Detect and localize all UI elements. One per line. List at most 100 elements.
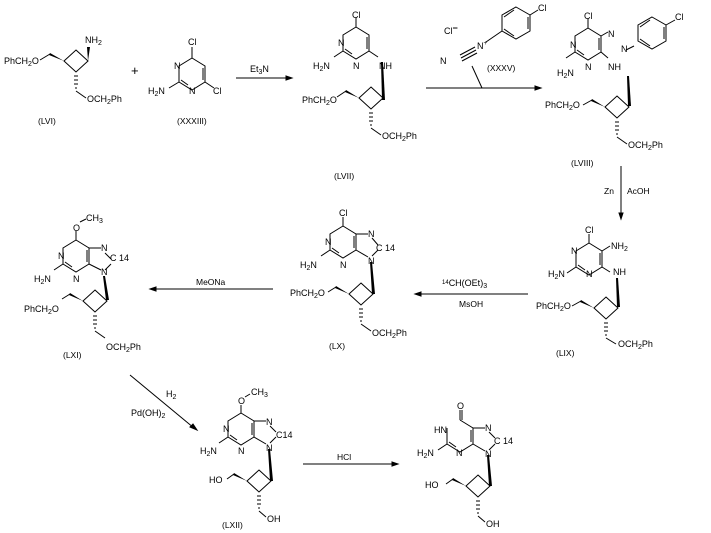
lvii-n3: N — [353, 61, 360, 71]
lvii-bottom-group: OCH2Ph — [382, 131, 417, 143]
lxi-ch3: CH3 — [86, 213, 103, 225]
lviii-n1: N — [570, 40, 577, 50]
arrow-step5 — [148, 286, 273, 292]
lxi-n1: N — [58, 251, 65, 261]
lxii-ch3: CH3 — [251, 387, 268, 399]
lviii-cl: Cl — [584, 11, 593, 21]
lxi-left-group: PhCH2O — [24, 304, 59, 316]
wedge-bond — [49, 53, 64, 61]
product-n9: N — [485, 449, 492, 459]
reagent-aryl-cl: Cl — [538, 3, 547, 13]
compound-label-lvii: (LVII) — [334, 171, 355, 181]
reagent-orthoformate: 14CH(OEt)3 — [442, 278, 488, 290]
reagent-meona: MeONa — [196, 277, 226, 287]
lxi-n3: N — [73, 274, 80, 284]
lx-nh2: H2N — [300, 260, 317, 272]
lviii-nh: NH — [608, 62, 621, 72]
lvii-left-group: PhCH2O — [302, 95, 337, 107]
lx-n9: N — [368, 256, 375, 266]
lvii-nh: NH — [379, 61, 392, 71]
lxii-nh2: H2N — [200, 446, 217, 458]
reagent-acoh: AcOH — [627, 186, 650, 196]
lx-n7: N — [368, 229, 375, 239]
compound-label-xxxiii: (XXXIII) — [177, 116, 207, 126]
reagent-zn: Zn — [604, 186, 614, 196]
product-structure — [437, 410, 496, 523]
lxii-n7: N — [266, 417, 273, 427]
lx-left-group: PhCH2O — [290, 288, 325, 300]
reagent-pd-oh2: Pd(OH)2 — [131, 408, 166, 420]
lix-nh: NH — [613, 267, 626, 277]
arrow-step3 — [618, 166, 624, 221]
product-nh2: H2N — [417, 448, 434, 460]
lxi-n7: N — [101, 243, 108, 253]
lxi-nh2: H2N — [34, 274, 51, 286]
reagent-label-xxxv: (XXXV) — [487, 63, 516, 73]
lix-nh2: H2N — [548, 269, 565, 281]
lviii-structure — [565, 16, 676, 145]
product-carbonyl-o: O — [457, 401, 465, 411]
hashed-bond — [74, 75, 78, 89]
lix-structure — [566, 234, 620, 345]
compound-label-lx: (LX) — [329, 341, 346, 351]
lvii-cl: Cl — [352, 10, 361, 20]
lxi-c14-label: C 14 — [110, 253, 130, 263]
lxii-n9: N — [266, 443, 273, 453]
lvii-n1: N — [338, 38, 345, 48]
lxi-structure — [53, 218, 112, 339]
plus-sign: + — [131, 63, 139, 78]
lvii-structure — [333, 18, 385, 136]
reagent-n-plus: N+ — [477, 41, 488, 51]
lviii-aryl-cl: Cl — [675, 12, 684, 22]
wedge-bond — [87, 47, 90, 61]
lxi-bottom-group: OCH2Ph — [106, 342, 141, 354]
product-c14-label: C 14 — [494, 436, 514, 446]
compound-label-lvi: (LVI) — [38, 116, 56, 126]
reagent-chloride-anion: Cl− — [444, 23, 458, 36]
xxxiii-cl-right: Cl — [213, 86, 222, 96]
arrow-step6 — [129, 374, 199, 432]
lxii-o: O — [238, 396, 246, 406]
reagent-h2: H2 — [166, 389, 177, 401]
compound-label-lxii: (LXII) — [222, 520, 243, 530]
lx-n3: N — [340, 260, 347, 270]
lvi-left-group: PhCH2O — [4, 56, 39, 68]
reagent-n-terminal: N — [440, 56, 447, 66]
product-left-hydroxyl: HO — [425, 480, 439, 490]
lx-c14-label: C 14 — [376, 243, 396, 253]
lix-bottom-group: OCH2Ph — [618, 339, 653, 351]
lviii-left-group: PhCH2O — [545, 100, 580, 112]
product-hn: HN — [434, 425, 447, 435]
compound-label-lix: (LIX) — [556, 348, 575, 358]
compound-label-lxi: (LXI) — [63, 350, 82, 360]
lxi-o: O — [73, 223, 81, 233]
arrow-step7 — [303, 461, 400, 467]
arrow-step1 — [236, 75, 294, 81]
lxii-n1: N — [223, 424, 230, 434]
lix-nh2-top: NH2 — [611, 241, 628, 253]
lix-left-group: PhCH2O — [536, 301, 571, 313]
lxii-n3: N — [238, 446, 245, 456]
lxii-structure — [218, 393, 277, 518]
xxxiii-n1: N — [174, 61, 181, 71]
lx-cl: Cl — [339, 208, 348, 218]
lvi-bottom-group: OCH2Ph — [87, 94, 122, 106]
lviii-nh2: H2N — [557, 68, 574, 80]
lix-n1: N — [571, 246, 578, 256]
lx-structure — [320, 217, 379, 332]
lviii-azo-n2: N — [621, 44, 628, 54]
xxxiii-structure — [168, 47, 215, 91]
product-bottom-hydroxyl: OH — [486, 519, 500, 529]
reagent-msoh: MsOH — [459, 299, 484, 309]
lx-n1: N — [325, 237, 332, 247]
lix-n3: N — [586, 269, 593, 279]
lvi-structure — [39, 47, 90, 99]
lxii-left-hydroxyl: HO — [209, 475, 223, 485]
reagent-hcl: HCl — [337, 452, 352, 462]
xxxiii-cl-top: Cl — [188, 37, 197, 47]
lx-bottom-group: OCH2Ph — [372, 328, 407, 340]
product-n7: N — [485, 423, 492, 433]
lvii-nh2: H2N — [313, 61, 330, 73]
arrow-step4 — [413, 291, 528, 297]
